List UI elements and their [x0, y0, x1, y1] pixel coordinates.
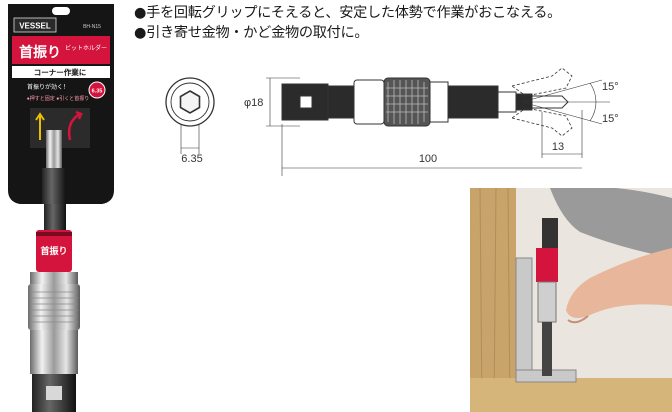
features-line-1: 首振りが効く！ — [27, 83, 69, 91]
end-view — [165, 77, 215, 154]
product-package-image: VESSEL BH-N15 首振り ビットホルダー コーナー作業に 6.35 首… — [8, 4, 114, 412]
model-label: BH-N15 — [83, 24, 101, 30]
package-title: 首振り — [19, 44, 61, 60]
hex-size-label: 6.35 — [181, 153, 202, 165]
technical-drawing: 6.35 φ18 — [165, 67, 619, 176]
drill-body — [550, 188, 672, 258]
wood-base — [470, 378, 672, 412]
usage-photo — [470, 188, 672, 412]
overall-length-label: 100 — [419, 153, 437, 165]
angle-lower-label: 15° — [602, 113, 619, 125]
hand — [566, 248, 672, 318]
features-line-2: ●押すと固定 ●引くと首振り — [27, 95, 89, 102]
package-subtitle: ビットホルダー — [65, 44, 107, 52]
hang-hole — [52, 7, 70, 15]
feature-bullets: ●手を回転グリップにそえると、安定した体勢で作業がおこなえる。 ●引き寄せ金物・… — [134, 3, 670, 43]
package-band-text: コーナー作業に — [34, 67, 87, 77]
holder-collar — [536, 248, 558, 282]
collar-label: 首振り — [40, 245, 67, 256]
title-banner — [12, 36, 110, 64]
size-badge: 6.35 — [92, 89, 103, 95]
red-collar — [36, 230, 72, 272]
brand-label: VESSEL — [19, 22, 51, 31]
diameter-label: φ18 — [244, 97, 263, 109]
bullet-hardware-mounting: ●引き寄せ金物・かど金物の取付に。 — [134, 25, 369, 41]
angle-upper-label: 15° — [602, 81, 619, 93]
tip-length-label: 13 — [552, 141, 564, 153]
bullet-rotating-grip: ●手を回転グリップにそえると、安定した体勢で作業がおこなえる。 — [134, 5, 562, 21]
